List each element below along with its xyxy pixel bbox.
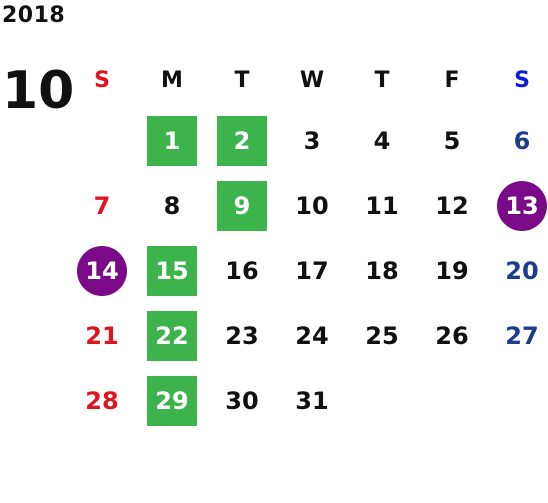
day-number: 23 (225, 321, 259, 350)
weekday-thu: T (374, 67, 390, 93)
day-number: 6 (513, 126, 531, 155)
weekday-fri: F (444, 67, 460, 93)
day-number: 20 (505, 256, 539, 285)
day-cell[interactable]: 7 (67, 173, 137, 238)
day-cell[interactable]: 25 (347, 303, 417, 368)
day-cell[interactable]: 11 (347, 173, 417, 238)
day-number: 12 (435, 191, 469, 220)
day-number: 5 (443, 126, 461, 155)
year-label: 2018 (2, 3, 66, 28)
day-cell[interactable]: 2 (207, 108, 277, 173)
day-number: 19 (435, 256, 469, 285)
day-cell[interactable]: 21 (67, 303, 137, 368)
day-number: 13 (497, 180, 547, 231)
day-cell[interactable]: 29 (137, 368, 207, 433)
day-cell[interactable]: 13 (487, 173, 548, 238)
week-row: 14 15 16 17 18 19 20 (67, 238, 548, 303)
day-number: 28 (85, 386, 119, 415)
weekday-wed: W (299, 67, 325, 93)
day-cell[interactable]: 30 (207, 368, 277, 433)
day-cell[interactable]: 19 (417, 238, 487, 303)
day-number: 1 (147, 115, 197, 166)
day-cell[interactable]: 18 (347, 238, 417, 303)
day-number: 24 (295, 321, 329, 350)
day-number: 26 (435, 321, 469, 350)
day-number: 2 (217, 115, 267, 166)
day-cell[interactable]: 9 (207, 173, 277, 238)
empty-day-cell (67, 108, 137, 173)
day-cell[interactable]: 15 (137, 238, 207, 303)
day-number: 30 (225, 386, 259, 415)
week-row: 28 29 30 31 (67, 368, 548, 433)
day-number: 8 (163, 191, 181, 220)
weekday-sat: S (514, 67, 530, 93)
day-number: 15 (147, 245, 197, 296)
empty-day-cell (487, 368, 548, 433)
week-row: 7 8 9 10 11 12 13 (67, 173, 548, 238)
day-number: 14 (77, 245, 127, 296)
day-number: 4 (373, 126, 391, 155)
day-number: 31 (295, 386, 329, 415)
day-number: 10 (295, 191, 329, 220)
day-number: 11 (365, 191, 399, 220)
day-number: 16 (225, 256, 259, 285)
day-cell[interactable]: 5 (417, 108, 487, 173)
day-cell[interactable]: 16 (207, 238, 277, 303)
day-number: 21 (85, 321, 119, 350)
day-cell[interactable]: 6 (487, 108, 548, 173)
day-cell[interactable]: 8 (137, 173, 207, 238)
day-number: 7 (93, 191, 111, 220)
weekday-sun: S (94, 67, 110, 93)
weekday-tue: T (234, 67, 250, 93)
day-number: 18 (365, 256, 399, 285)
day-cell[interactable]: 20 (487, 238, 548, 303)
day-cell[interactable]: 4 (347, 108, 417, 173)
day-number: 9 (217, 180, 267, 231)
day-cell[interactable]: 23 (207, 303, 277, 368)
day-cell[interactable]: 10 (277, 173, 347, 238)
day-number: 17 (295, 256, 329, 285)
day-cell[interactable]: 26 (417, 303, 487, 368)
day-cell[interactable]: 31 (277, 368, 347, 433)
day-cell[interactable]: 14 (67, 238, 137, 303)
day-number: 22 (147, 310, 197, 361)
day-cell[interactable]: 3 (277, 108, 347, 173)
empty-day-cell (417, 368, 487, 433)
month-label: 10 (2, 61, 75, 121)
day-cell[interactable]: 28 (67, 368, 137, 433)
weekday-mon: M (161, 67, 183, 93)
day-cell[interactable]: 17 (277, 238, 347, 303)
day-cell[interactable]: 1 (137, 108, 207, 173)
day-number: 3 (303, 126, 321, 155)
day-number: 29 (147, 375, 197, 426)
day-number: 25 (365, 321, 399, 350)
weekday-header: S M T W T F S (67, 52, 548, 108)
day-cell[interactable]: 22 (137, 303, 207, 368)
empty-day-cell (347, 368, 417, 433)
day-cell[interactable]: 24 (277, 303, 347, 368)
day-cell[interactable]: 12 (417, 173, 487, 238)
day-cell[interactable]: 27 (487, 303, 548, 368)
day-number: 27 (505, 321, 539, 350)
week-row: 21 22 23 24 25 26 27 (67, 303, 548, 368)
